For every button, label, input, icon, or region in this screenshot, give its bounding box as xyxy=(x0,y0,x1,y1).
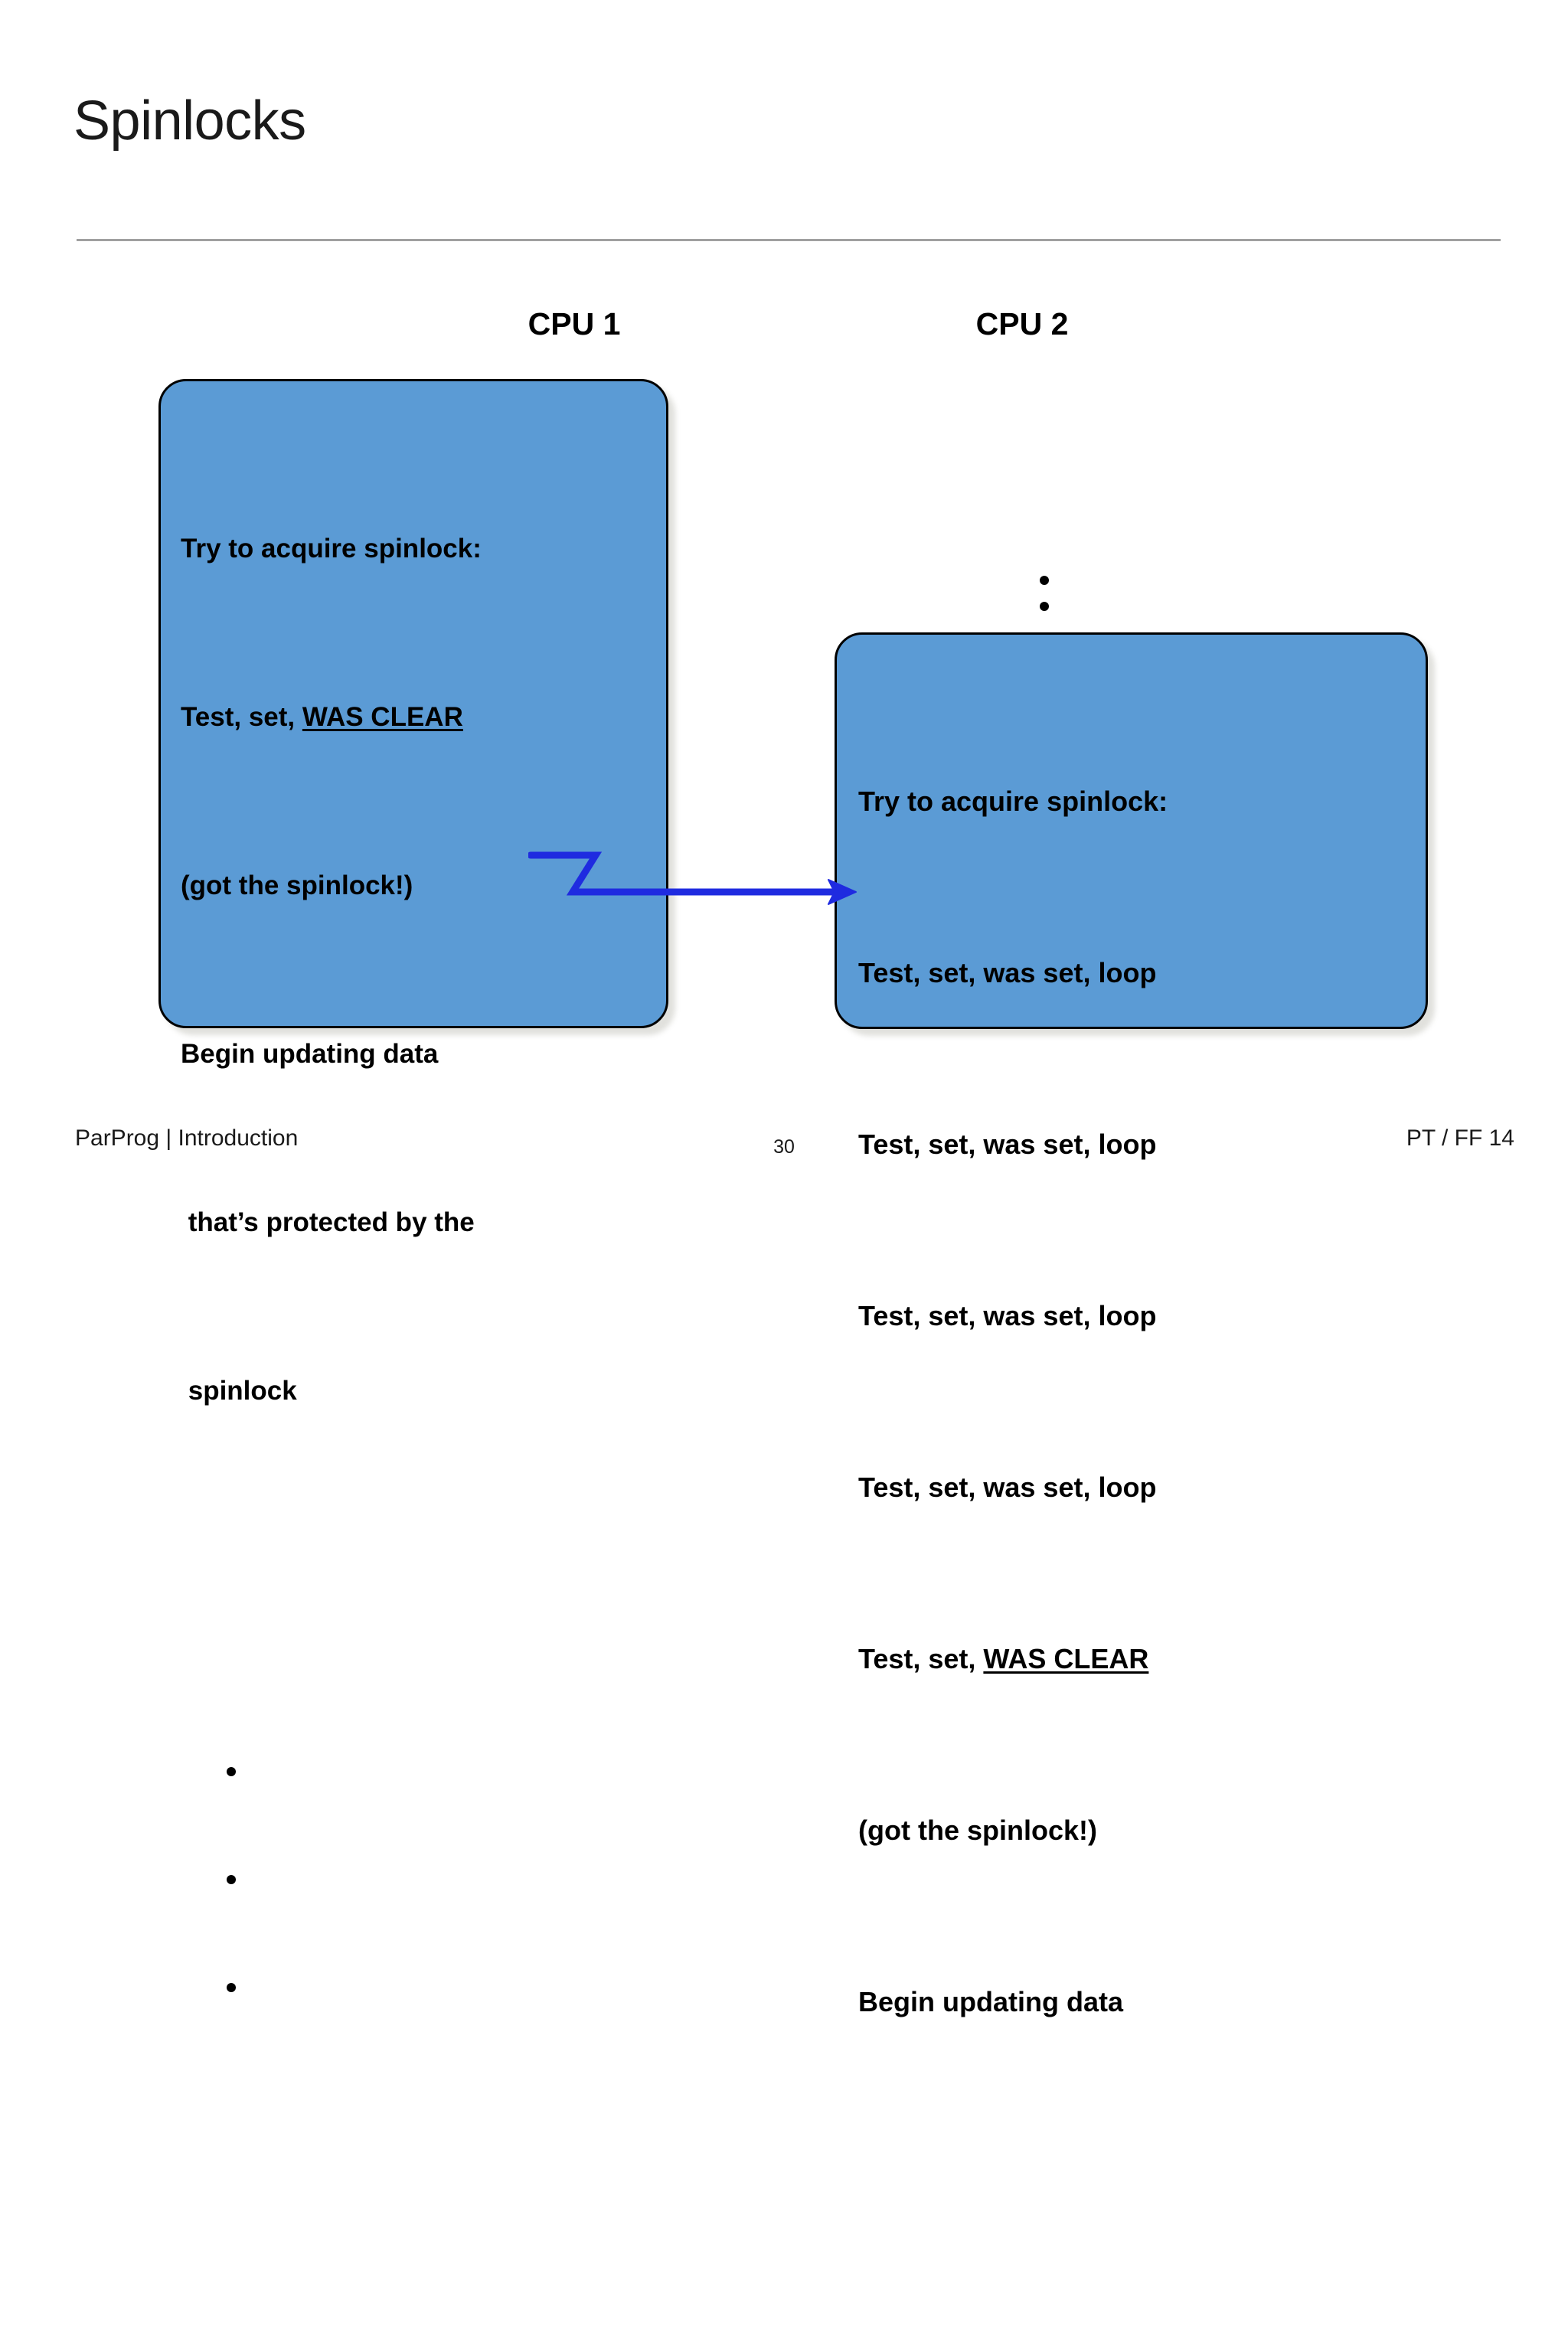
ellipsis-dot xyxy=(227,1983,236,1992)
cpu1-line-4: Begin updating data xyxy=(181,1039,439,1069)
cpu2-line-2: Test, set, was set, loop xyxy=(858,957,1157,988)
cpu1-code-listing: Try to acquire spinlock: Test, set, WAS … xyxy=(181,401,658,2352)
cpu1-spacer-1 xyxy=(181,1538,658,1557)
cpu1-line-1: Try to acquire spinlock: xyxy=(181,534,482,564)
cpu1-spacer-2 xyxy=(181,2203,658,2221)
cpu2-line-6: Test, set, WAS CLEAR xyxy=(858,1638,1418,1681)
footer-page-number: 30 xyxy=(773,1136,795,1158)
cpu1-line-2: Test, set, WAS CLEAR xyxy=(181,696,658,738)
cpu2-line-5: Test, set, was set, loop xyxy=(858,1472,1157,1503)
page-title: Spinlocks xyxy=(74,90,306,152)
footer-right-label: PT / FF 14 xyxy=(1406,1125,1514,1151)
cpu2-vertical-ellipsis-icon xyxy=(1040,576,1049,611)
cpu1-line-6: spinlock xyxy=(181,1376,297,1406)
ellipsis-dot xyxy=(1040,576,1049,585)
slide-canvas: Spinlocks CPU 1 CPU 2 Try to acquire spi… xyxy=(74,90,1514,2017)
cpu1-process-box: Try to acquire spinlock: Test, set, WAS … xyxy=(158,379,668,1992)
title-divider xyxy=(77,239,1501,241)
ellipsis-dot xyxy=(1040,602,1049,611)
cpu1-line-2-prefix: Test, set, xyxy=(181,702,302,732)
cpu2-line-7: (got the spinlock!) xyxy=(858,1815,1097,1846)
cpu2-process-box: Try to acquire spinlock: Test, set, was … xyxy=(835,632,1428,2017)
footer-left-label: ParProg | Introduction xyxy=(75,1125,299,1151)
cpu1-line-2-underlined: WAS CLEAR xyxy=(302,702,463,732)
cpu2-line-1: Try to acquire spinlock: xyxy=(858,786,1168,817)
ellipsis-dot xyxy=(227,1767,236,1776)
cpu1-column-header: CPU 1 xyxy=(528,306,621,341)
cpu1-line-5: that’s protected by the xyxy=(181,1207,475,1237)
cpu2-code-listing: Try to acquire spinlock: Test, set, was … xyxy=(858,652,1418,2152)
cpu1-line-3: (got the spinlock!) xyxy=(181,871,413,900)
cpu1-vertical-ellipsis-icon xyxy=(181,1683,658,2076)
cpu2-line-6-underlined: WAS CLEAR xyxy=(983,1643,1149,1674)
cpu2-column-header: CPU 2 xyxy=(975,306,1069,341)
cpu1-line-7: (done with update) xyxy=(181,2347,658,2352)
cpu2-line-3: Test, set, was set, loop xyxy=(858,1129,1157,1160)
cpu2-line-8: Begin updating data xyxy=(858,1986,1123,2017)
cpu2-line-4: Test, set, was set, loop xyxy=(858,1300,1157,1331)
ellipsis-dot xyxy=(227,1875,236,1884)
cpu2-line-6-prefix: Test, set, xyxy=(858,1643,984,1674)
